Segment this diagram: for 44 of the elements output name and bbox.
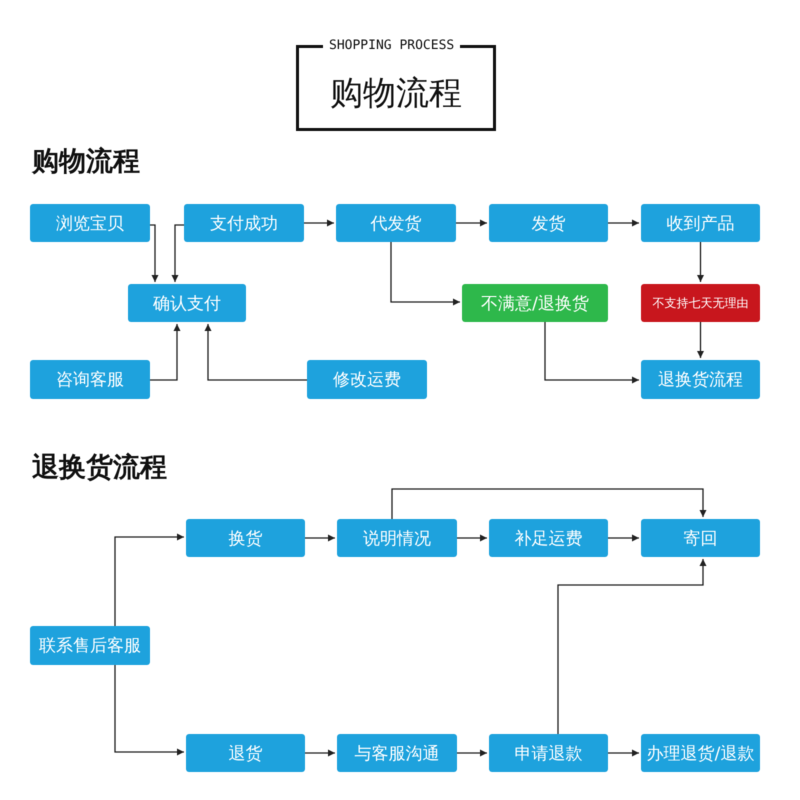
process-box: 与客服沟通 — [337, 734, 457, 772]
arrow — [608, 220, 639, 226]
arrow — [305, 534, 335, 542]
arrow — [150, 324, 180, 381]
process-box: 支付成功 — [184, 204, 304, 242]
process-box: 联系售后客服 — [30, 626, 150, 665]
process-box: 浏览宝贝 — [30, 204, 150, 242]
arrow — [150, 224, 158, 282]
warning-box: 不支持七天无理由 — [641, 284, 760, 322]
process-box: 寄回 — [641, 519, 760, 557]
process-box: 退货 — [186, 734, 305, 772]
process-box: 发货 — [489, 204, 608, 242]
process-box: 确认支付 — [128, 284, 246, 322]
process-box: 办理退货/退款 — [641, 734, 760, 772]
arrow — [544, 322, 639, 384]
arrow — [697, 242, 704, 282]
process-box: 不满意/退换货 — [462, 284, 608, 322]
arrow — [390, 242, 460, 306]
process-box: 收到产品 — [641, 204, 760, 242]
section-heading: 退换货流程 — [32, 451, 167, 485]
process-box: 补足运费 — [489, 519, 608, 557]
arrow — [172, 224, 184, 282]
process-box: 修改运费 — [307, 360, 427, 399]
arrow — [114, 534, 184, 626]
arrow — [114, 665, 184, 756]
arrow — [391, 488, 706, 519]
process-box: 说明情况 — [337, 519, 457, 557]
section-heading: 购物流程 — [32, 145, 140, 179]
arrow — [456, 220, 487, 226]
arrow — [305, 750, 335, 756]
process-box: 申请退款 — [489, 734, 608, 772]
arrow — [557, 559, 706, 734]
process-box: 代发货 — [336, 204, 456, 242]
arrow — [608, 750, 639, 756]
arrow — [608, 534, 639, 542]
arrow — [457, 750, 487, 756]
process-box: 换货 — [186, 519, 305, 557]
arrow — [697, 322, 704, 358]
arrow — [457, 534, 487, 542]
title-text: 购物流程 — [330, 72, 462, 114]
arrow — [204, 324, 307, 381]
process-box: 退换货流程 — [641, 360, 760, 399]
arrow — [304, 220, 334, 226]
process-box: 咨询客服 — [30, 360, 150, 399]
